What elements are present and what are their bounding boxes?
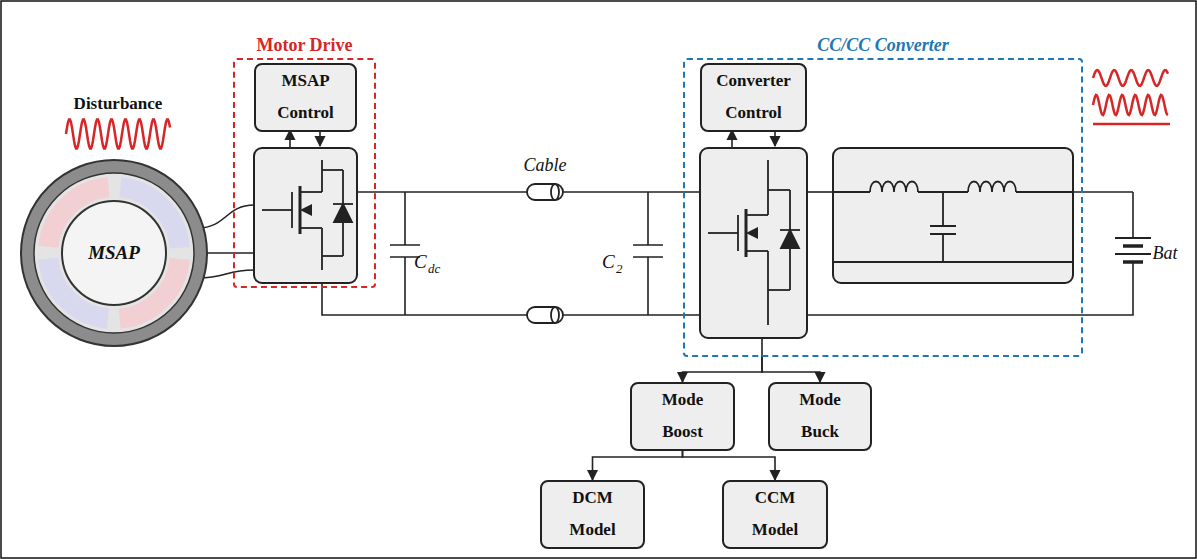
process-box: MSAP Control <box>254 63 357 132</box>
control-arrow <box>289 130 291 148</box>
process-box: DCM Model <box>540 480 645 549</box>
waveform-baseline <box>1093 123 1170 126</box>
mosfet-symbol <box>262 160 353 270</box>
cable-label: Cable <box>524 156 567 174</box>
box-label: MSAP Control <box>269 65 342 130</box>
process-box: Mode Buck <box>768 382 872 451</box>
mosfet-symbol <box>708 160 800 325</box>
group-heading: Motor Drive <box>235 35 374 57</box>
connector-arrow <box>683 357 763 382</box>
inverter-box <box>254 148 357 283</box>
connector-arrow <box>683 451 776 480</box>
box-label: CCM Model <box>737 482 813 547</box>
inductor-coils <box>870 182 1016 193</box>
waveforms <box>66 70 1168 149</box>
cable-symbol <box>527 184 563 323</box>
sine-wave <box>1093 95 1168 115</box>
battery-symbol <box>1115 192 1151 268</box>
control-arrow <box>731 130 733 148</box>
subscript: 2 <box>616 262 623 275</box>
box-label: DCM Model <box>555 482 630 547</box>
box-label: Mode Boost <box>645 384 720 449</box>
sine-wave <box>66 119 170 148</box>
connector-arrow <box>593 451 683 480</box>
box-label: Converter Control <box>715 65 792 130</box>
capacitor-label: C <box>602 252 615 271</box>
process-box: CCM Model <box>722 480 828 549</box>
capacitor-label: C <box>414 252 427 271</box>
lc-filter <box>833 192 1073 262</box>
process-box: Converter Control <box>700 63 807 132</box>
battery-label: Bat <box>1153 244 1178 262</box>
dc-bus <box>322 192 700 315</box>
group-heading: CC/CC Converter <box>685 35 1081 57</box>
disturbance-label: Disturbance <box>74 95 163 112</box>
sine-wave <box>1093 70 1168 86</box>
group-box: Motor DriveMSAP Control <box>233 58 376 288</box>
motor-circle: MSAP <box>19 158 209 348</box>
motor-label: MSAP <box>88 235 140 271</box>
switch-box <box>700 148 807 338</box>
box-label: Mode Buck <box>783 384 857 449</box>
mode-stem <box>761 338 763 357</box>
subscript: dc <box>428 262 440 275</box>
process-box: Mode Boost <box>630 382 735 451</box>
connector-arrow <box>762 357 820 382</box>
filter-box <box>833 148 1073 283</box>
group-box: CC/CC ConverterConverter Control <box>683 58 1083 357</box>
